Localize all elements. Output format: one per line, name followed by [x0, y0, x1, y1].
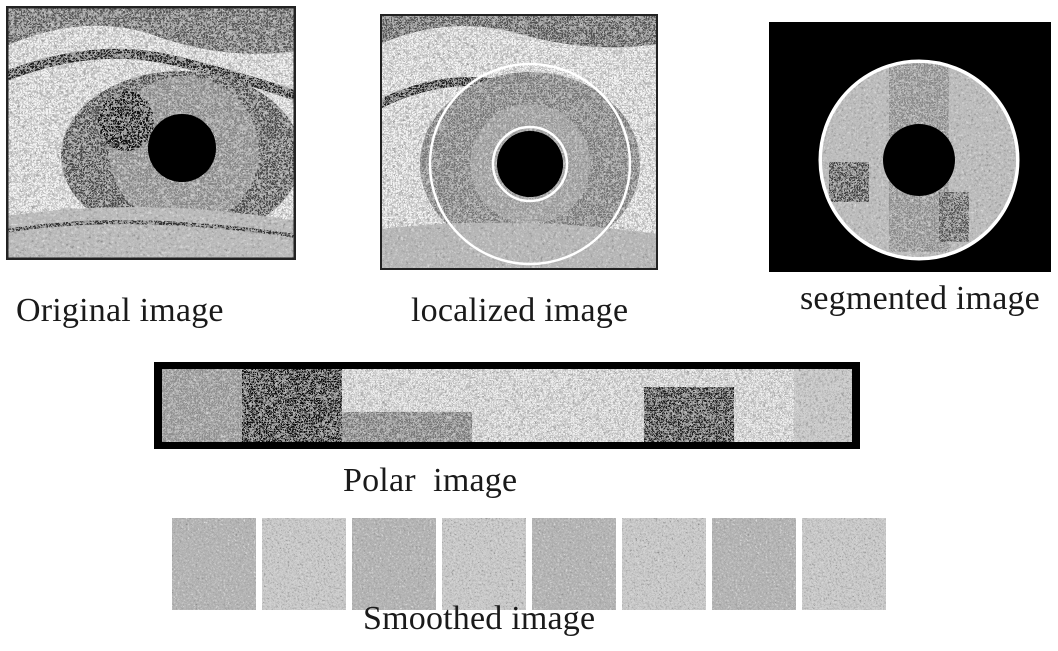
- smoothed-tile: [172, 518, 256, 610]
- caption-original-image: Original image: [16, 292, 224, 330]
- localized-eye-image: [380, 14, 658, 270]
- smoothed-tile: [802, 518, 886, 610]
- smoothed-image-tiles: [172, 518, 886, 610]
- segmented-eye-image: [769, 22, 1051, 272]
- caption-localized-image: localized image: [411, 292, 628, 330]
- caption-segmented-image: segmented image: [800, 280, 1040, 318]
- smoothed-tile: [712, 518, 796, 610]
- smoothed-tile: [262, 518, 346, 610]
- smoothed-tile: [622, 518, 706, 610]
- smoothed-tile: [532, 518, 616, 610]
- caption-smoothed-image: Smoothed image: [363, 600, 595, 638]
- original-eye-image: [6, 6, 296, 260]
- polar-iris-strip: [154, 362, 860, 449]
- smoothed-tile: [352, 518, 436, 610]
- caption-polar-image: Polar image: [343, 462, 517, 500]
- smoothed-tile: [442, 518, 526, 610]
